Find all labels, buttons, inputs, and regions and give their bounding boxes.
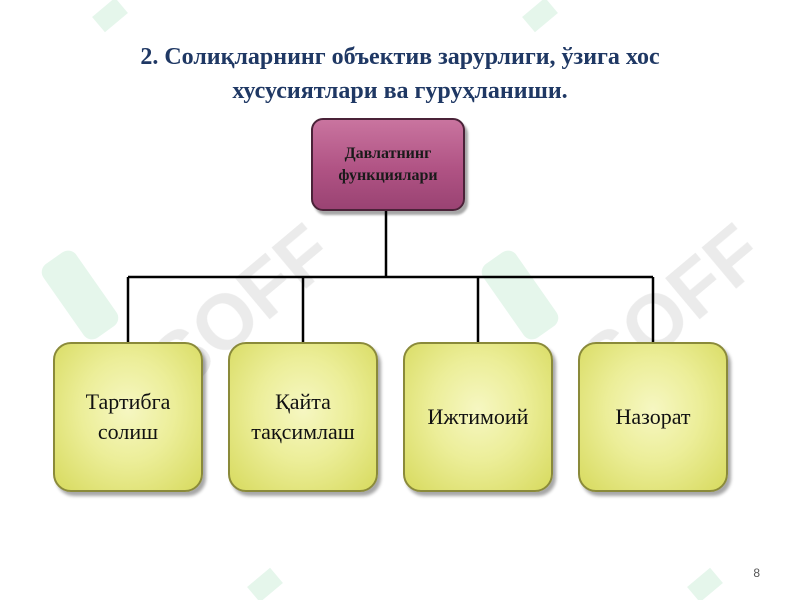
root-node-label: Давлатнинг функциялари [338,144,438,184]
slide-title: 2. Солиқларнинг объектив зарурлиги, ўзиг… [60,40,740,108]
child-node-label: Тартибга солиш [85,389,171,444]
child-node-label: Қайта тақсимлаш [251,389,355,444]
title-line-2: хусусиятлари ва гуруҳланиши. [232,78,568,104]
child-node-control: Назорат [578,342,728,492]
child-node-regulation: Тартибга солиш [53,342,203,492]
child-node-redistribution: Қайта тақсимлаш [228,342,378,492]
child-node-label: Назорат [615,404,691,429]
page-number: 8 [753,566,760,580]
root-node: Давлатнинг функциялари [311,118,465,211]
child-node-label: Ижтимоий [427,404,529,429]
title-line-1: 2. Солиқларнинг объектив зарурлиги, ўзиг… [140,44,660,70]
child-node-social: Ижтимоий [403,342,553,492]
